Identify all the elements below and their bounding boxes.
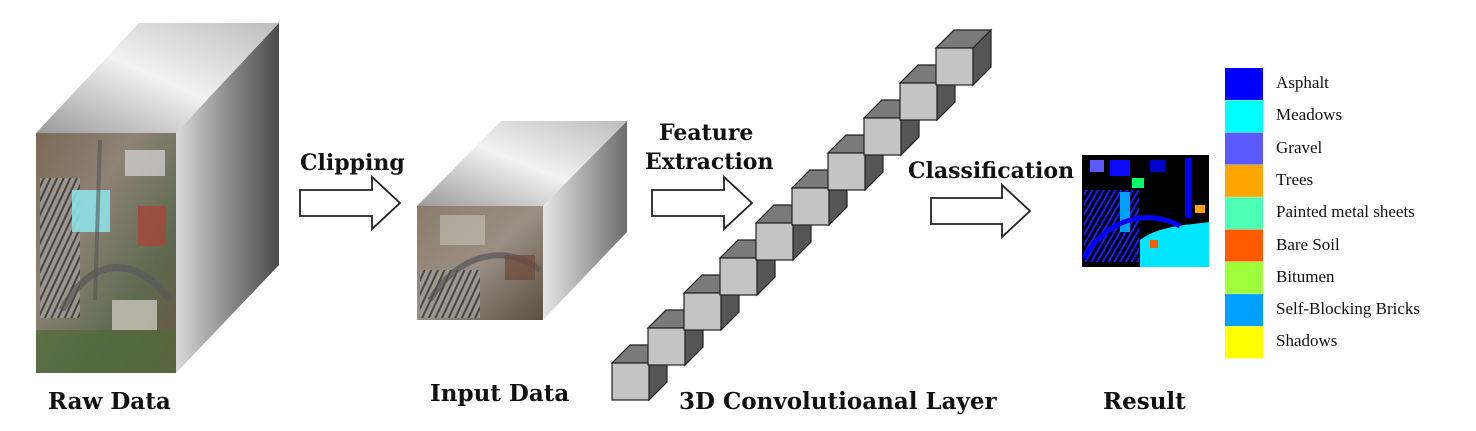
classification-label: Classification — [908, 158, 1075, 184]
result-label: Result — [1103, 388, 1186, 415]
legend-label: Shadows — [1276, 331, 1338, 351]
result-map — [1081, 155, 1209, 267]
kernel-cube — [934, 28, 993, 87]
legend-swatch — [1225, 229, 1263, 262]
input-data-label: Input Data — [430, 380, 570, 407]
legend-label: Trees — [1276, 169, 1314, 189]
legend-label: Bare Soil — [1276, 234, 1340, 254]
feature-label-line2: Extraction — [645, 149, 774, 175]
raw-data-label: Raw Data — [48, 388, 171, 415]
legend-swatch — [1225, 261, 1263, 294]
legend-swatch — [1225, 100, 1263, 133]
legend-label: Meadows — [1276, 105, 1343, 125]
raw-data-cube — [36, 23, 279, 373]
legend-label: Bitumen — [1276, 266, 1335, 286]
conv-layer-label: 3D Convolutioanal Layer — [679, 388, 997, 415]
feature-extraction-arrow — [651, 174, 754, 232]
feature-label-line1: Feature — [659, 120, 754, 146]
clipping-arrow — [299, 174, 402, 232]
legend-label: Self-Blocking Bricks — [1276, 299, 1421, 319]
legend-label: Gravel — [1276, 137, 1323, 157]
input-data-cube — [417, 121, 627, 320]
clipping-label: Clipping — [300, 150, 405, 176]
legend-swatch — [1225, 132, 1263, 165]
legend-swatch — [1225, 197, 1263, 230]
legend-swatch — [1225, 164, 1263, 197]
legend-swatch — [1225, 294, 1263, 327]
legend-swatches — [1225, 68, 1263, 359]
legend-swatch — [1225, 326, 1263, 359]
conv-kernel-chain — [610, 28, 993, 402]
legend-label: Asphalt — [1276, 73, 1329, 92]
classification-arrow — [930, 182, 1032, 240]
legend-label: Painted metal sheets — [1276, 202, 1415, 222]
legend-swatch — [1225, 68, 1263, 100]
